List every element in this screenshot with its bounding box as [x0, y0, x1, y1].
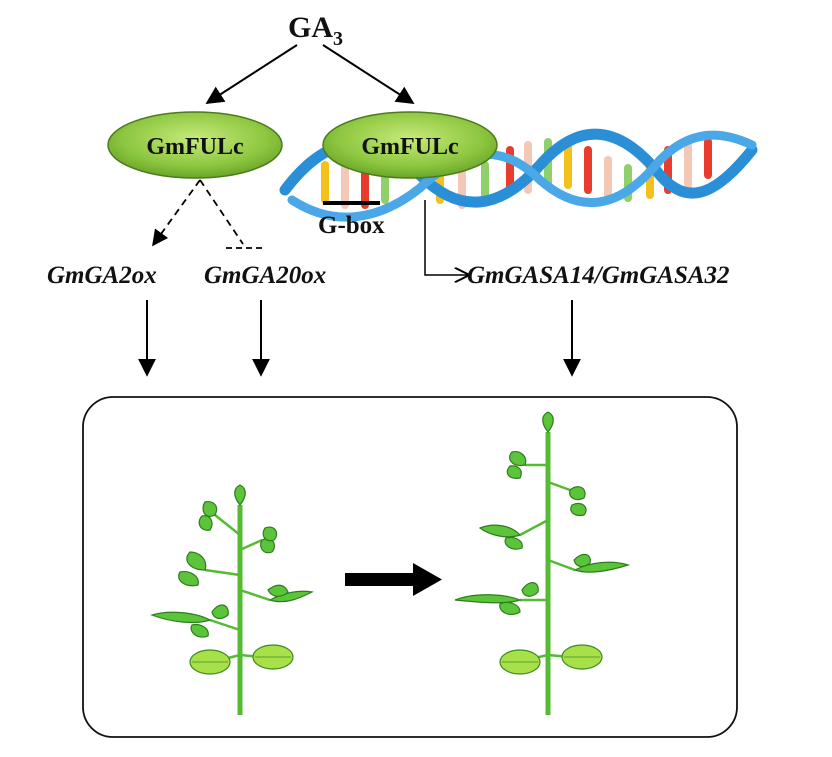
- growth-arrow: [345, 563, 442, 596]
- dashed-arrow-to-ga2ox: [152, 179, 201, 247]
- ga3-label: GA3: [288, 11, 343, 50]
- g-box-label: G-box: [318, 212, 385, 239]
- gene-gasa-label: GmGASA14/GmGASA32: [467, 262, 730, 289]
- gmfulc-left-label: GmFULc: [146, 134, 244, 160]
- phenotype-box: [82, 396, 738, 738]
- gene-ga2ox-label: GmGA2ox: [47, 262, 157, 289]
- dashed-repression-to-ga20ox: [199, 179, 244, 245]
- gmfulc-right-label: GmFULc: [361, 134, 459, 160]
- tall-plant: [454, 411, 631, 715]
- arrow-to-gasa: [424, 200, 468, 275]
- gene-ga20ox-label: GmGA20ox: [204, 262, 326, 289]
- gmfulc-right-oval: [322, 111, 498, 179]
- gmfulc-left-oval: [107, 111, 283, 179]
- arrow-ga3-to-left-gmfulc: [205, 44, 298, 104]
- short-plant: [150, 484, 314, 715]
- dna-strand-b: [287, 130, 757, 222]
- arrow-ga3-to-right-gmfulc: [322, 44, 415, 104]
